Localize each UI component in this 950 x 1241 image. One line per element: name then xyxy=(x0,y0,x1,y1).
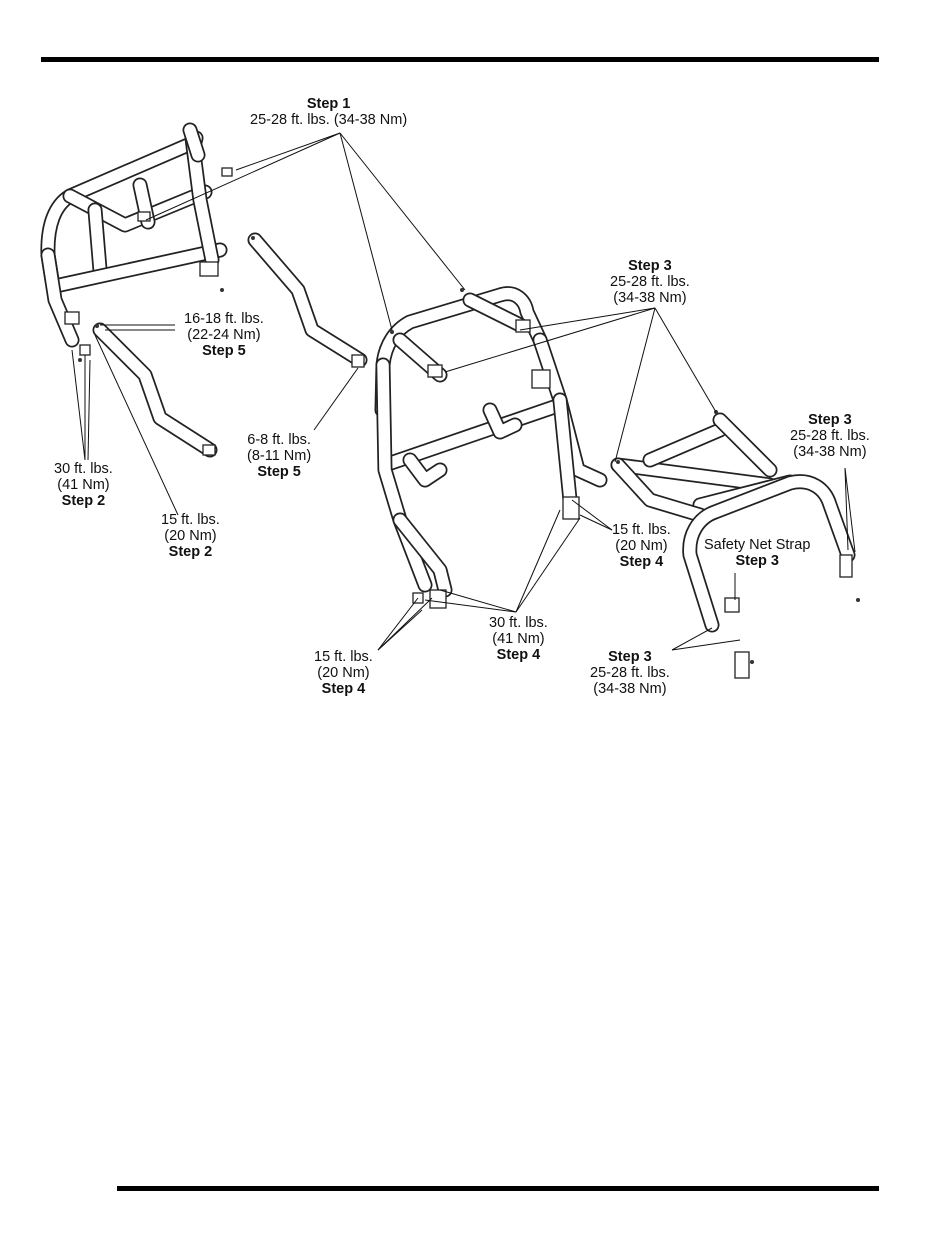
callout-torque-metric: (20 Nm) xyxy=(615,538,668,554)
leader-lines xyxy=(71,132,856,651)
callout-step-label: Step 3 xyxy=(735,553,779,569)
callout-step5-upper: 16-18 ft. lbs. (22-24 Nm) Step 5 xyxy=(184,311,264,359)
callout-torque: 6-8 ft. lbs. xyxy=(247,432,311,448)
callout-torque: 25-28 ft. lbs. xyxy=(590,665,670,681)
callout-torque-metric: (34-38 Nm) xyxy=(613,290,687,306)
callout-torque-metric: (41 Nm) xyxy=(57,477,110,493)
callout-step3-right: Step 3 25-28 ft. lbs. (34-38 Nm) xyxy=(790,412,870,460)
callout-torque-metric: (20 Nm) xyxy=(164,528,217,544)
callout-step3-top: Step 3 25-28 ft. lbs. (34-38 Nm) xyxy=(610,258,690,306)
callout-step-label: Step 3 xyxy=(808,412,852,428)
callout-step2-b: 15 ft. lbs. (20 Nm) Step 2 xyxy=(161,512,220,560)
callout-torque: 15 ft. lbs. xyxy=(612,522,671,538)
callout-safety-net-strap: Safety Net Strap Step 3 xyxy=(704,537,810,569)
callout-torque: 15 ft. lbs. xyxy=(314,649,373,665)
callout-step-label: Step 5 xyxy=(202,343,246,359)
callout-step-label: Step 2 xyxy=(61,493,106,509)
callout-step4-mid: 30 ft. lbs. (41 Nm) Step 4 xyxy=(489,615,548,663)
callout-torque: 25-28 ft. lbs. (34-38 Nm) xyxy=(250,112,408,128)
callout-torque-metric: (41 Nm) xyxy=(492,631,545,647)
callout-step-label: Step 5 xyxy=(257,464,301,480)
callout-torque-metric: (8-11 Nm) xyxy=(247,448,312,464)
rear-brace-middle xyxy=(247,232,368,368)
front-roll-bar xyxy=(40,122,233,362)
callout-torque: 30 ft. lbs. xyxy=(54,461,113,477)
callout-torque-metric: (34-38 Nm) xyxy=(793,444,867,460)
callout-step1: Step 1 25-28 ft. lbs. (34-38 Nm) xyxy=(250,96,407,128)
callout-torque: 15 ft. lbs. xyxy=(161,512,220,528)
callout-step-label: Step 2 xyxy=(168,544,213,560)
callout-step-label: Step 1 xyxy=(306,96,351,112)
callout-step3-bottom: Step 3 25-28 ft. lbs. (34-38 Nm) xyxy=(590,649,670,697)
callout-part-name: Safety Net Strap xyxy=(704,537,811,553)
callout-step-label: Step 4 xyxy=(496,647,541,663)
callout-step-label: Step 3 xyxy=(628,258,672,274)
callout-torque-metric: (34-38 Nm) xyxy=(593,681,667,697)
rear-cage xyxy=(610,410,860,679)
callout-step5-lower: 6-8 ft. lbs. (8-11 Nm) Step 5 xyxy=(247,432,311,480)
callout-torque: 16-18 ft. lbs. xyxy=(184,311,264,327)
center-cage xyxy=(374,286,608,609)
callout-torque-metric: (20 Nm) xyxy=(317,665,370,681)
callout-step-label: Step 4 xyxy=(619,554,664,570)
roll-cage-diagram xyxy=(40,122,860,679)
callout-torque: 30 ft. lbs. xyxy=(489,615,548,631)
callout-torque: 25-28 ft. lbs. xyxy=(610,274,690,290)
callout-step-label: Step 3 xyxy=(608,649,652,665)
callout-step-label: Step 4 xyxy=(321,681,366,697)
callout-step4-left: 15 ft. lbs. (20 Nm) Step 4 xyxy=(314,649,373,697)
callout-torque-metric: (22-24 Nm) xyxy=(187,327,261,343)
callout-step2-a: 30 ft. lbs. (41 Nm) Step 2 xyxy=(54,461,113,509)
callout-torque: 25-28 ft. lbs. xyxy=(790,428,870,444)
callout-step4-right: 15 ft. lbs. (20 Nm) Step 4 xyxy=(612,522,671,570)
rear-brace-left xyxy=(92,322,218,458)
footer-rule xyxy=(117,1186,879,1191)
header-rule xyxy=(41,57,879,62)
